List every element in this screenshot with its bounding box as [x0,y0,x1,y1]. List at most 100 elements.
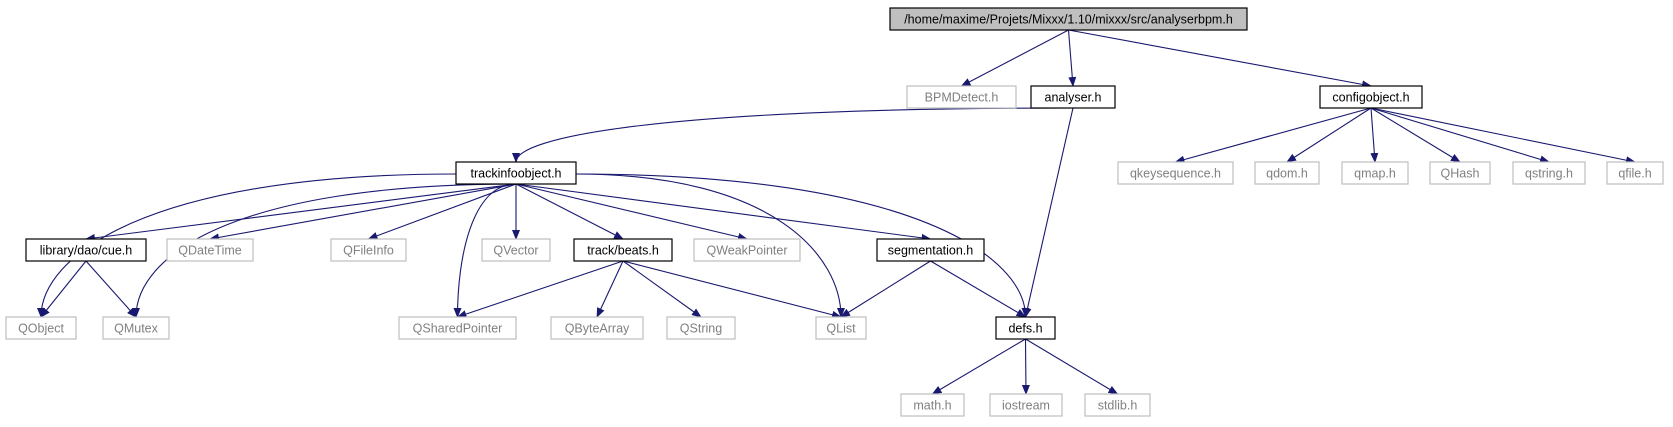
node-box-qhash [1429,161,1491,185]
node-box-qfileinfo [330,238,407,262]
node-box-qsharedpointer [398,316,517,340]
node-label-qstring: QString [680,322,722,336]
edge-defs-to-stdlib [1025,338,1119,395]
node-iostream: iostream [989,393,1063,417]
edge-cue-to-qobject [40,260,87,318]
nodes-layer: /home/maxime/Projets/Mixxx/1.10/mixxx/sr… [5,7,1664,417]
edge-analyser-to-trackinfoobject [512,107,1074,163]
node-box-analyser [1030,85,1116,109]
node-label-analyser: analyser.h [1045,91,1102,105]
node-label-qvector: QVector [493,244,538,258]
node-box-segmentation [876,238,985,262]
edge-configobject-to-qdom [1286,107,1372,163]
edge-trackinfoobject-to-defs [575,173,1030,318]
node-label-iostream: iostream [1002,399,1050,413]
edge-trackinfoobject-to-qmutex [132,183,517,318]
edge-trackinfoobject-to-qlist [575,173,845,318]
node-label-qhash: QHash [1441,167,1480,181]
edge-trackinfoobject-to-segmentation [515,183,932,242]
node-label-qlist: QList [826,322,856,336]
edge-trackinfoobject-to-qdatetime [209,183,517,242]
node-box-qbytearray [550,316,644,340]
edges-layer [37,29,1636,395]
node-label-qmap: qmap.h [1354,167,1396,181]
node-qvector: QVector [481,238,551,262]
node-box-qmap [1341,161,1409,185]
node-qhash: QHash [1429,161,1491,185]
node-label-qsharedpointer: QSharedPointer [413,322,503,336]
node-trackinfoobject[interactable]: trackinfoobject.h [455,161,577,185]
node-beats[interactable]: track/beats.h [573,238,673,262]
edge-trackinfoobject-to-cue [85,183,517,242]
node-box-qstring [666,316,736,340]
edge-trackinfoobject-to-qsharedpointer [453,183,517,318]
node-qweakpointer: QWeakPointer [693,238,801,262]
node-stdlib: stdlib.h [1084,393,1151,417]
node-label-math: math.h [913,399,951,413]
node-box-configobject [1319,85,1423,109]
node-box-qvector [481,238,551,262]
node-label-qmutex: QMutex [114,322,159,336]
node-box-iostream [989,393,1063,417]
node-defs[interactable]: defs.h [995,316,1056,340]
node-box-qstringh [1512,161,1586,185]
node-label-qdatetime: QDateTime [178,244,241,258]
edge-analyser-to-defs [1023,107,1074,318]
node-box-stdlib [1084,393,1151,417]
edge-configobject-to-qkeysequence [1174,107,1372,164]
node-analyserbpm[interactable]: /home/maxime/Projets/Mixxx/1.10/mixxx/sr… [889,7,1248,31]
node-qmap: qmap.h [1341,161,1409,185]
node-qlist: QList [815,316,867,340]
node-label-qkeysequence: qkeysequence.h [1130,167,1221,181]
node-qstringh: qstring.h [1512,161,1586,185]
node-label-qbytearray: QByteArray [565,322,630,336]
edge-trackinfoobject-to-qobject [37,173,457,318]
node-label-stdlib: stdlib.h [1098,399,1138,413]
node-label-defs: defs.h [1008,322,1042,336]
edge-trackinfoobject-to-beats [515,183,624,240]
node-segmentation[interactable]: segmentation.h [876,238,985,262]
edge-beats-to-qbytearray [596,260,624,318]
node-box-qobject [5,316,77,340]
edge-analyserbpm-to-analyser [1067,29,1077,87]
node-box-defs [995,316,1056,340]
edge-configobject-to-qstringh [1370,107,1550,164]
node-box-math [900,393,965,417]
node-qdom: qdom.h [1254,161,1320,185]
node-analyser[interactable]: analyser.h [1030,85,1116,109]
node-label-cue: library/dao/cue.h [40,244,132,258]
edge-analyserbpm-to-bpmdetect [960,29,1069,87]
edge-segmentation-to-qlist [840,260,931,318]
node-box-qdatetime [166,238,254,262]
edge-configobject-to-qfile [1370,107,1636,165]
node-label-qstringh: qstring.h [1525,167,1573,181]
node-qobject: QObject [5,316,77,340]
node-label-segmentation: segmentation.h [888,244,974,258]
node-box-cue [25,238,147,262]
node-label-qfileinfo: QFileInfo [343,244,394,258]
node-label-trackinfoobject: trackinfoobject.h [470,167,561,181]
edge-analyserbpm-to-configobject [1068,29,1372,89]
node-label-beats: track/beats.h [587,244,659,258]
node-cue[interactable]: library/dao/cue.h [25,238,147,262]
edge-defs-to-iostream [1021,338,1030,395]
node-bpmdetect: BPMDetect.h [906,85,1017,109]
node-qdatetime: QDateTime [166,238,254,262]
node-label-qweakpointer: QWeakPointer [706,244,787,258]
node-box-qkeysequence [1117,161,1234,185]
node-qfile: qfile.h [1606,161,1664,185]
node-box-qdom [1254,161,1320,185]
node-box-qlist [815,316,867,340]
node-label-qfile: qfile.h [1618,167,1651,181]
edge-beats-to-qlist [622,260,842,319]
edge-configobject-to-qhash [1370,107,1461,163]
node-qsharedpointer: QSharedPointer [398,316,517,340]
node-configobject[interactable]: configobject.h [1319,85,1423,109]
node-label-configobject: configobject.h [1332,91,1409,105]
node-label-qdom: qdom.h [1266,167,1308,181]
node-box-trackinfoobject [455,161,577,185]
node-label-bpmdetect: BPMDetect.h [925,91,999,105]
edge-segmentation-to-defs [930,260,1027,318]
edge-beats-to-qstring [622,260,702,318]
